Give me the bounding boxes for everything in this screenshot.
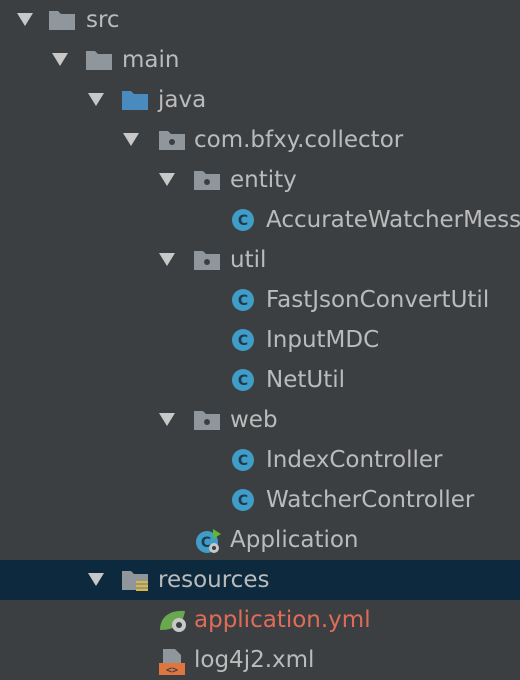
svg-text:C: C	[238, 213, 248, 229]
tree-node-label: java	[158, 87, 207, 113]
tree-node-label: web	[230, 407, 278, 433]
expand-arrow-icon[interactable]	[52, 53, 68, 66]
xml-file-icon: <>	[157, 648, 187, 676]
folder-icon	[84, 48, 114, 72]
tree-node-main[interactable]: main	[0, 40, 520, 80]
package-icon	[192, 168, 222, 192]
svg-text:C: C	[238, 293, 248, 309]
spring-config-icon	[157, 608, 187, 632]
expand-arrow-icon[interactable]	[88, 93, 104, 106]
source-folder-icon	[120, 88, 150, 112]
expand-arrow-icon[interactable]	[123, 133, 139, 146]
tree-node-util[interactable]: util	[0, 240, 520, 280]
tree-node-label: WatcherController	[266, 487, 475, 513]
tree-node-label: application.yml	[194, 607, 371, 633]
tree-node-web[interactable]: web	[0, 400, 520, 440]
svg-text:C: C	[238, 493, 248, 509]
spring-boot-class-icon: C	[193, 528, 223, 553]
class-icon: C	[229, 208, 259, 232]
expand-arrow-icon[interactable]	[17, 13, 33, 26]
svg-text:C: C	[238, 453, 248, 469]
tree-node-label: src	[86, 7, 120, 33]
tree-node-java[interactable]: java	[0, 80, 520, 120]
tree-node-src[interactable]: src	[0, 0, 520, 40]
class-icon: C	[229, 328, 259, 352]
class-icon: C	[229, 448, 259, 472]
tree-node-net-util[interactable]: C NetUtil	[0, 360, 520, 400]
tree-node-label: util	[230, 247, 267, 273]
tree-node-label: com.bfxy.collector	[194, 127, 404, 153]
svg-text:C: C	[238, 333, 248, 349]
folder-icon	[47, 8, 77, 32]
tree-node-log4j2-xml[interactable]: <> log4j2.xml	[0, 640, 520, 680]
tree-node-accurate-watcher-message[interactable]: C AccurateWatcherMessage	[0, 200, 520, 240]
tree-node-label: AccurateWatcherMessage	[266, 207, 520, 233]
svg-text:<>: <>	[166, 665, 178, 676]
tree-node-watcher-controller[interactable]: C WatcherController	[0, 480, 520, 520]
expand-arrow-icon[interactable]	[159, 173, 175, 186]
tree-node-application[interactable]: C Application	[0, 520, 520, 560]
class-icon: C	[229, 288, 259, 312]
tree-node-resources[interactable]: resources	[0, 560, 520, 600]
tree-node-application-yml[interactable]: application.yml	[0, 600, 520, 640]
expand-arrow-icon[interactable]	[159, 253, 175, 266]
package-icon	[157, 128, 187, 152]
class-icon: C	[229, 368, 259, 392]
svg-text:C: C	[201, 535, 211, 551]
tree-node-entity[interactable]: entity	[0, 160, 520, 200]
tree-node-label: resources	[158, 567, 270, 593]
svg-text:C: C	[238, 373, 248, 389]
tree-node-label: log4j2.xml	[194, 647, 315, 673]
expand-arrow-icon[interactable]	[159, 413, 175, 426]
tree-node-index-controller[interactable]: C IndexController	[0, 440, 520, 480]
tree-node-label: entity	[230, 167, 297, 193]
tree-node-label: IndexController	[266, 447, 443, 473]
tree-node-label: NetUtil	[266, 367, 346, 393]
tree-node-label: InputMDC	[266, 327, 380, 353]
package-icon	[192, 248, 222, 272]
resources-folder-icon	[120, 568, 150, 592]
tree-node-label: FastJsonConvertUtil	[266, 287, 490, 313]
tree-node-label: main	[122, 47, 180, 73]
tree-node-input-mdc[interactable]: C InputMDC	[0, 320, 520, 360]
tree-node-label: Application	[230, 527, 359, 553]
tree-node-fast-json-convert-util[interactable]: C FastJsonConvertUtil	[0, 280, 520, 320]
tree-node-com-bfxy-collector[interactable]: com.bfxy.collector	[0, 120, 520, 160]
package-icon	[192, 408, 222, 432]
expand-arrow-icon[interactable]	[88, 573, 104, 586]
class-icon: C	[229, 488, 259, 512]
